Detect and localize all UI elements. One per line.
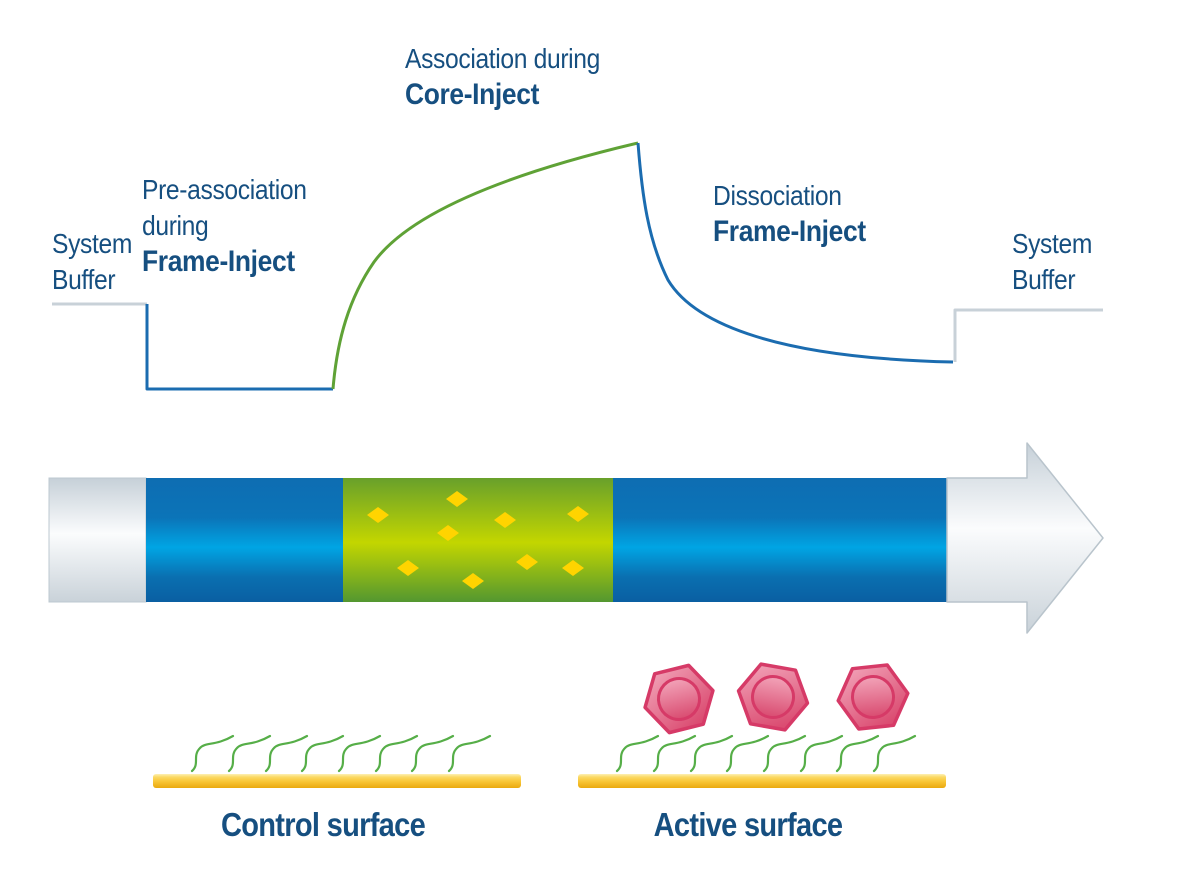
sensorgram-curve — [52, 141, 1103, 391]
bound-analyte-hexagon — [731, 659, 815, 735]
sensor-chip-bar-active — [578, 774, 946, 788]
ligand-squiggle — [190, 734, 235, 773]
label-line: during — [142, 210, 209, 241]
ligand-squiggle — [227, 734, 272, 773]
ligand-squiggles-control — [190, 734, 492, 773]
bound-analyte-hexagon — [635, 659, 723, 739]
baseline-right-line — [953, 308, 1103, 362]
label-line-bold: Core-Inject — [405, 78, 540, 111]
label-association: Association during Core-Inject — [405, 41, 600, 113]
label-line: Buffer — [1012, 264, 1076, 295]
ligand-squiggle — [447, 734, 492, 773]
label-line-bold: Frame-Inject — [713, 215, 866, 248]
control-surface-graphic — [153, 734, 521, 788]
ligand-squiggles-active — [615, 734, 917, 773]
label-line: Pre-association — [142, 174, 307, 205]
flow-cell-arrow — [48, 442, 1104, 634]
association-curve — [331, 141, 639, 390]
frame-inject-drop-line — [145, 304, 333, 391]
ligand-squiggle — [374, 734, 419, 773]
label-system-buffer-right: System Buffer — [1012, 226, 1092, 298]
ligand-squiggle — [337, 734, 382, 773]
frame-buffer-segment-right — [613, 478, 947, 602]
ligand-squiggle — [835, 734, 880, 773]
ligand-squiggle — [725, 734, 770, 773]
ligand-squiggle — [799, 734, 844, 773]
label-line: System — [1012, 228, 1093, 259]
buffer-segment-lead — [48, 477, 147, 603]
ligand-squiggle — [264, 734, 309, 773]
ligand-squiggle — [615, 734, 660, 773]
label-line: Dissociation — [713, 180, 842, 211]
dissociation-curve — [636, 142, 954, 364]
ligand-squiggle — [872, 734, 917, 773]
bound-analyte-hexagon — [833, 661, 913, 733]
flow-direction-arrowhead — [946, 442, 1104, 634]
bound-analyte-hexagons — [635, 659, 913, 739]
ligand-squiggle — [300, 734, 345, 773]
sensor-chip-bar-control — [153, 774, 521, 788]
label-line: Buffer — [52, 264, 116, 295]
label-system-buffer-left: System Buffer — [52, 226, 132, 298]
label-control-surface: Control surface — [220, 806, 426, 843]
label-line-bold: Frame-Inject — [142, 245, 295, 278]
ligand-squiggle — [689, 734, 734, 773]
label-active-surface: Active surface — [653, 806, 843, 843]
ligand-squiggle — [410, 734, 455, 773]
label-pre-association: Pre-association during Frame-Inject — [142, 172, 307, 280]
ligand-squiggle — [762, 734, 807, 773]
frame-buffer-segment-left — [146, 478, 343, 602]
label-line: Association during — [405, 43, 601, 74]
label-line: System — [52, 228, 133, 259]
active-surface-graphic — [578, 659, 946, 788]
label-dissociation: Dissociation Frame-Inject — [713, 178, 866, 250]
ligand-squiggle — [652, 734, 697, 773]
